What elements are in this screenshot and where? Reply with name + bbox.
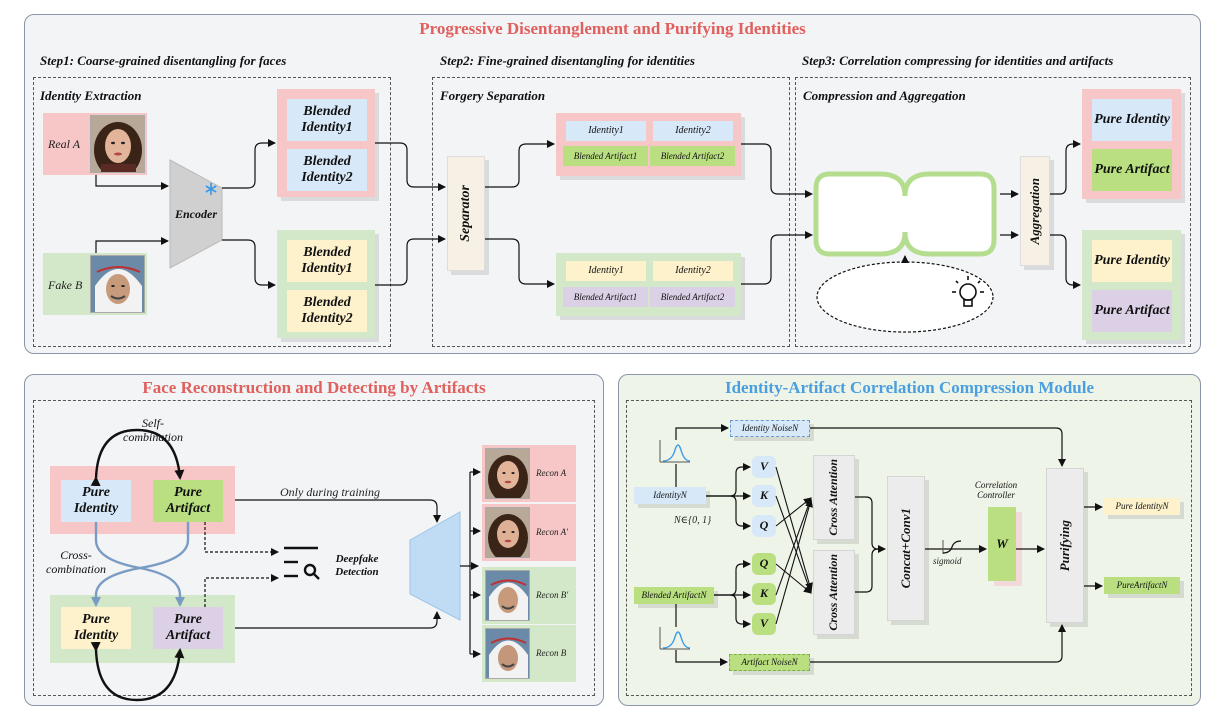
self-combination-top-label: Self-combination <box>123 416 183 444</box>
pure-artifact-top-box: Pure Artifact <box>1092 149 1172 191</box>
recon-a-prime-label: Recon A' <box>536 527 568 537</box>
purifying-block: Purifying <box>1046 468 1084 623</box>
recon-b-face <box>485 628 530 679</box>
step2-label: Step2: Fine-grained disentangling for id… <box>440 53 695 68</box>
only-training-label: Only during training <box>280 485 381 499</box>
aggregation-label: Aggregation <box>1026 177 1042 245</box>
cross-attention-top-label: Cross Attention <box>826 459 841 536</box>
pure-identity-bottom-box: Pure Identity <box>1092 240 1172 282</box>
sigmoid-label: sigmoid <box>933 556 962 566</box>
cross-combination-label: Cross-combination <box>46 548 106 576</box>
information-bottleneck-label: Information Bottleneck Theory <box>843 284 943 314</box>
blended-artifact2-top-box: Blended Artifact2 <box>650 146 735 166</box>
top-panel-title: Progressive Disentanglement and Purifyin… <box>419 19 806 38</box>
recon-pure-identity-top: Pure Identity <box>61 480 131 522</box>
v-artifact-node: V <box>752 613 776 635</box>
q-artifact-node: Q <box>752 553 776 575</box>
k-identity-node: K <box>752 485 776 507</box>
k-artifact-node: K <box>752 583 776 605</box>
recon-b-label: Recon B <box>536 648 567 658</box>
blended-identity1-bottom-box: Blended Identity1 <box>287 240 367 282</box>
pure-artifact-bottom-box: Pure Artifact <box>1092 290 1172 332</box>
iacc-label: IACC <box>865 195 947 233</box>
real-a-face-image <box>90 115 145 173</box>
pure-artifact-n-box: PureArtifactN <box>1104 577 1180 594</box>
identity-noise-box: Identity NoiseN <box>730 420 810 437</box>
concat-conv-block: Concat+Conv1 <box>887 476 925 621</box>
identity-n-box: IdentityN <box>634 487 706 504</box>
pure-identity-top-box: Pure Identity <box>1092 99 1172 141</box>
blended-identity1-top-box: Blended Identity1 <box>287 99 367 141</box>
n-set-label: N∈{0, 1} <box>674 515 712 526</box>
cross-attention-bottom-block: Cross Attention <box>813 550 855 635</box>
forgery-separation-label: Forgery Separation <box>440 88 546 103</box>
bottom-right-region <box>626 400 1192 696</box>
separator-label: Separator <box>457 185 473 242</box>
v-identity-node: V <box>752 456 776 478</box>
pure-identity-n-box: Pure IdentityN <box>1104 498 1180 515</box>
concat-conv-label: Concat+Conv1 <box>897 508 913 589</box>
identity1-top-box: Identity1 <box>566 121 646 141</box>
w-block: W <box>988 507 1016 581</box>
q-identity-node: Q <box>752 515 776 537</box>
recon-pure-artifact-bottom: Pure Artifact <box>153 607 223 649</box>
separator-block: Separator <box>447 156 485 271</box>
blended-artifact1-top-box: Blended Artifact1 <box>563 146 648 166</box>
fake-b-face-image <box>90 255 145 313</box>
step1-label: Step1: Coarse-grained disentangling for … <box>40 53 287 68</box>
identity2-bottom-box: Identity2 <box>653 261 733 281</box>
identity-extraction-region <box>33 77 391 347</box>
blended-identity2-bottom-box: Blended Identity2 <box>287 290 367 332</box>
compression-aggregation-region <box>795 77 1191 347</box>
identity2-top-box: Identity2 <box>653 121 733 141</box>
identity1-bottom-box: Identity1 <box>566 261 646 281</box>
blended-identity2-top-box: Blended Identity2 <box>287 149 367 191</box>
fake-b-label: Fake B <box>48 278 83 292</box>
bottom-left-region <box>33 400 595 696</box>
decoder-label: Decoder <box>412 558 454 572</box>
bottom-left-title: Face Reconstruction and Detecting by Art… <box>142 378 486 397</box>
artifact-noise-box: Artifact NoiseN <box>729 654 810 671</box>
real-a-label: Real A <box>48 137 81 151</box>
recon-b-prime-label: Recon B' <box>536 590 569 600</box>
recon-a-prime-face <box>485 507 530 558</box>
recon-pure-identity-bottom: Pure Identity <box>61 607 131 649</box>
deepfake-detection-label: Deepfake Detection <box>335 553 379 578</box>
cross-attention-bottom-label: Cross Attention <box>826 554 841 631</box>
purifying-label: Purifying <box>1056 519 1072 572</box>
cross-attention-top-block: Cross Attention <box>813 455 855 540</box>
aggregation-block: Aggregation <box>1020 156 1050 266</box>
compression-aggregation-label: Compression and Aggregation <box>803 88 966 103</box>
step3-label: Step3: Correlation compressing for ident… <box>802 53 1114 68</box>
forgery-separation-region <box>432 77 790 347</box>
recon-pure-artifact-top: Pure Artifact <box>153 480 223 522</box>
recon-b-prime-face <box>485 570 530 621</box>
recon-a-label: Recon A <box>536 468 567 478</box>
blended-artifact1-bottom-box: Blended Artifact1 <box>563 287 648 307</box>
bottom-right-title: Identity-Artifact Correlation Compressio… <box>724 378 1095 397</box>
blended-artifact2-bottom-box: Blended Artifact2 <box>650 287 735 307</box>
correlation-controller-label: Correlation Controller <box>974 479 1018 500</box>
identity-extraction-label: Identity Extraction <box>40 88 142 103</box>
blended-artifact-n-box: Blended ArtifactN <box>634 587 714 604</box>
recon-a-face <box>485 448 530 499</box>
